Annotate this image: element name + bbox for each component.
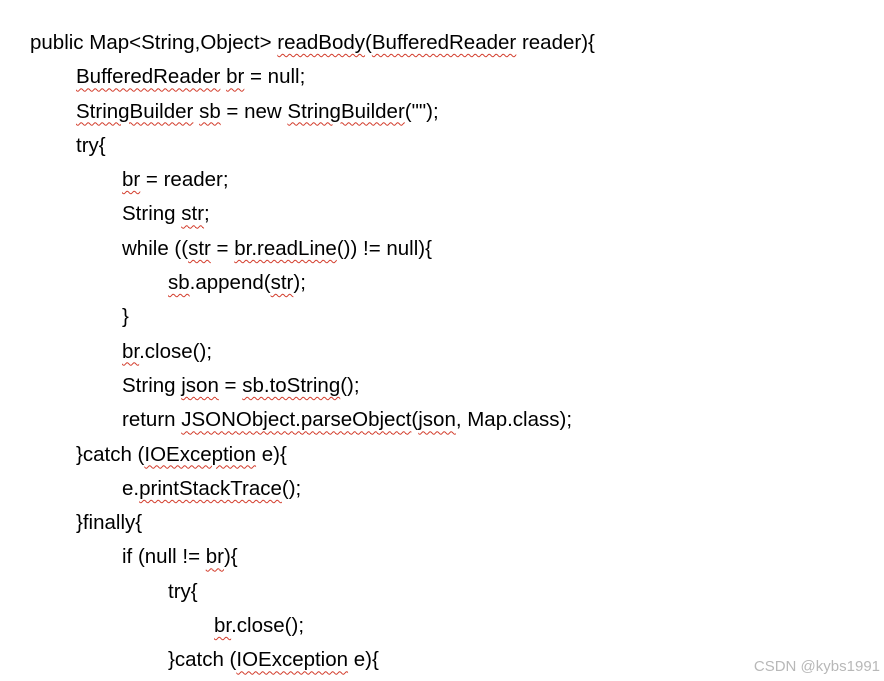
code-token: = <box>218 373 243 397</box>
code-token: ( <box>411 408 419 432</box>
spellcheck-flagged-token: br.readLine <box>234 236 337 260</box>
code-token: ()) != null){ <box>336 236 432 260</box>
spellcheck-flagged-token: json <box>181 373 219 397</box>
spellcheck-flagged-token: str <box>270 271 294 295</box>
code-token: reader){ <box>516 31 595 54</box>
spellcheck-flagged-token: printStackTrace <box>139 476 282 500</box>
spellcheck-flagged-token: JSONObject.parseObject <box>181 408 412 432</box>
code-token: e){ <box>348 648 379 672</box>
code-token: .append( <box>189 271 271 295</box>
code-line: br.close(); <box>30 335 595 369</box>
code-block: public Map<String,Object> readBody(Buffe… <box>30 26 595 678</box>
code-token: .close(); <box>139 339 213 363</box>
code-token: } <box>122 305 129 329</box>
code-token: ){ <box>223 545 238 569</box>
code-token: return <box>122 408 182 432</box>
code-token: = new <box>220 99 288 123</box>
code-token: ( <box>365 31 372 54</box>
spellcheck-flagged-token: br <box>205 545 224 569</box>
code-token: = null; <box>244 65 306 89</box>
code-token: }catch ( <box>168 648 237 672</box>
code-token: = <box>210 236 235 260</box>
code-line: sb.append(str); <box>30 266 595 300</box>
code-token: while (( <box>122 236 189 260</box>
code-line: while ((str = br.readLine()) != null){ <box>30 232 595 266</box>
code-token: = reader; <box>140 168 229 192</box>
spellcheck-flagged-token: br <box>226 65 245 89</box>
code-token: , Map.class); <box>455 408 573 432</box>
spellcheck-flagged-token: BufferedReader <box>371 31 517 54</box>
spellcheck-flagged-token: br <box>122 168 141 192</box>
code-token: ; <box>204 202 210 226</box>
code-line: }catch (IOException e){ <box>30 643 595 677</box>
code-line: BufferedReader br = null; <box>30 60 595 94</box>
code-line: try{ <box>30 575 595 609</box>
spellcheck-flagged-token: str <box>181 202 205 226</box>
code-token: ); <box>293 271 306 295</box>
code-token: String <box>122 373 182 397</box>
code-token: e. <box>122 476 140 500</box>
spellcheck-flagged-token: br <box>122 339 140 363</box>
code-token: (""); <box>404 99 439 123</box>
code-token: }catch ( <box>76 442 145 466</box>
spellcheck-flagged-token: sb <box>199 99 221 123</box>
code-line: public Map<String,Object> readBody(Buffe… <box>30 26 595 60</box>
spellcheck-flagged-token: sb <box>168 271 190 295</box>
code-token: (); <box>281 476 302 500</box>
code-line: try{ <box>30 129 595 163</box>
code-line: String str; <box>30 197 595 231</box>
code-line: return JSONObject.parseObject(json, Map.… <box>30 403 595 437</box>
spellcheck-flagged-token: str <box>188 236 211 260</box>
code-token: if (null != <box>122 545 206 569</box>
code-line: String json = sb.toString(); <box>30 369 595 403</box>
code-line: }catch (IOException e){ <box>30 438 595 472</box>
code-token: (); <box>340 373 360 397</box>
spellcheck-flagged-token: StringBuilder <box>287 99 405 123</box>
watermark: CSDN @kybs1991 <box>753 658 880 675</box>
code-token: .close(); <box>231 614 305 638</box>
code-token: }finally{ <box>76 511 143 535</box>
spellcheck-flagged-token: json <box>418 408 456 432</box>
spellcheck-flagged-token: BufferedReader <box>76 65 221 89</box>
code-token: String <box>122 202 182 226</box>
code-line: } <box>30 300 595 334</box>
code-line: br = reader; <box>30 163 595 197</box>
spellcheck-flagged-token: readBody <box>277 31 366 54</box>
spellcheck-flagged-token: sb.toString <box>242 373 341 397</box>
code-line: }finally{ <box>30 506 595 540</box>
code-token: e){ <box>256 442 287 466</box>
spellcheck-flagged-token: br <box>214 614 232 638</box>
code-line: br.close(); <box>30 609 595 643</box>
code-token: try{ <box>168 579 198 603</box>
code-line: StringBuilder sb = new StringBuilder("")… <box>30 95 595 129</box>
code-line: e.printStackTrace(); <box>30 472 595 506</box>
spellcheck-flagged-token: IOException <box>144 442 257 466</box>
code-token: public Map<String,Object> <box>30 31 278 54</box>
spellcheck-flagged-token: StringBuilder <box>76 99 194 123</box>
spellcheck-flagged-token: IOException <box>236 648 349 672</box>
code-token: try{ <box>76 133 106 157</box>
code-line: if (null != br){ <box>30 540 595 574</box>
